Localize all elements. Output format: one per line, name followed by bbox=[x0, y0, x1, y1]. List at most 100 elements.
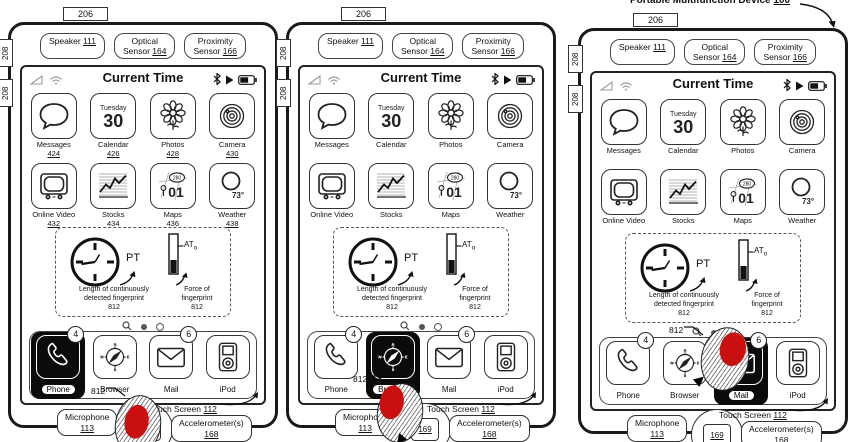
badge-count: 4 bbox=[637, 331, 655, 349]
callout-arrow bbox=[499, 392, 536, 406]
bluetooth-icon bbox=[491, 72, 499, 90]
battery-icon bbox=[808, 78, 827, 96]
dock-item-ipod: iPod bbox=[771, 338, 825, 405]
force-caption: Force of fingerprint 812 bbox=[181, 286, 213, 312]
battery-icon bbox=[516, 72, 535, 90]
accelerometer-label: Accelerometer(s) 168 bbox=[449, 415, 530, 442]
badge-count: 4 bbox=[345, 325, 363, 343]
accelerometer-label: Accelerometer(s) 168 bbox=[741, 421, 822, 442]
search-icon bbox=[400, 318, 410, 336]
volume-button-label: 208 bbox=[276, 79, 291, 107]
calendar-icon: Tuesday 30 bbox=[90, 93, 137, 139]
ipod-icon bbox=[205, 334, 250, 379]
app-online-video: Online Video bbox=[305, 163, 359, 219]
clock-axis-label: PT bbox=[696, 258, 711, 270]
callout-arrow bbox=[791, 398, 828, 412]
optical-sensor-label: Optical Sensor 164 bbox=[391, 33, 454, 60]
app-grid-row-1: Messages Tuesday 30 Calendar Photos bbox=[302, 93, 540, 149]
fingerprint-contact: 812 bbox=[669, 323, 755, 395]
page-dot-current bbox=[419, 324, 425, 330]
status-title: Current Time bbox=[380, 70, 462, 85]
fingerprint-indicator-panel: PT ATo Length of continuously detected f… bbox=[55, 227, 231, 317]
status-bar: Current Time bbox=[22, 67, 264, 89]
optical-sensor-label: Optical Sensor 164 bbox=[683, 39, 746, 66]
app-camera: Camera 430 bbox=[205, 93, 259, 158]
force-axis-label: ATo bbox=[462, 240, 476, 252]
bluetooth-icon bbox=[213, 72, 221, 90]
touch-screen: Current Time Messages bbox=[590, 71, 836, 411]
app-photos: Photos 428 bbox=[146, 93, 200, 158]
force-bar-icon bbox=[168, 233, 184, 275]
speaker-label: Speaker 111 bbox=[610, 39, 675, 66]
battery-icon bbox=[238, 72, 257, 90]
svg-text:W: W bbox=[670, 360, 674, 365]
wifi-icon bbox=[49, 72, 63, 90]
dock-item-phone: 4 Phone bbox=[601, 331, 655, 405]
status-bar: Current Time bbox=[592, 73, 834, 95]
calendar-icon: Tuesday 30 bbox=[660, 99, 707, 145]
svg-text:S: S bbox=[391, 367, 394, 372]
app-grid-row-1: Messages 424 Tuesday 30 Calendar 426 Pho… bbox=[24, 93, 262, 158]
proximity-sensor-label: Proximity Sensor 166 bbox=[754, 39, 816, 66]
top-push-button-label: 206 bbox=[633, 13, 679, 27]
svg-text:01: 01 bbox=[738, 190, 754, 206]
fingerprint-contact: 812 bbox=[91, 386, 166, 442]
signal-icon bbox=[599, 78, 613, 96]
svg-text:280: 280 bbox=[743, 181, 752, 187]
badge-count: 6 bbox=[750, 331, 768, 349]
sensor-row: Speaker 111 Optical Sensor 164 Proximity… bbox=[581, 39, 845, 66]
callout-arrow bbox=[119, 271, 136, 286]
maps-icon: 280 01 bbox=[719, 169, 766, 215]
app-online-video: Online Video 432 bbox=[27, 163, 81, 228]
calendar-icon: Tuesday 30 bbox=[368, 93, 415, 139]
app-weather: 73° Weather bbox=[483, 163, 537, 219]
ipod-icon bbox=[483, 334, 528, 379]
photos-flower-icon bbox=[427, 93, 474, 139]
callout-line bbox=[368, 375, 388, 385]
device-body: 206 208 208 Speaker 111 Optical Sensor 1… bbox=[276, 7, 556, 442]
device-body: 206 208 208 Speaker 111 Optical Sensor 1… bbox=[0, 7, 278, 442]
mail-envelope-icon bbox=[149, 334, 194, 379]
length-caption: Length of continuously detected fingerpr… bbox=[648, 292, 720, 318]
force-axis-label: ATo bbox=[754, 246, 768, 258]
dock-item-mail: 6 Mail bbox=[422, 325, 476, 399]
top-push-button-label: 206 bbox=[63, 7, 109, 21]
status-title: Current Time bbox=[672, 76, 754, 91]
weather-sun-icon: 73° bbox=[209, 163, 256, 209]
signal-icon bbox=[307, 72, 321, 90]
proximity-sensor-label: Proximity Sensor 166 bbox=[184, 33, 246, 60]
volume-button-label: 208 bbox=[0, 79, 13, 107]
weather-sun-icon: 73° bbox=[779, 169, 826, 215]
fingerprint-ref-label: 812 bbox=[91, 386, 127, 398]
dock-item-phone: 4 Phone bbox=[309, 325, 363, 399]
app-messages: Messages bbox=[597, 99, 651, 155]
touch-screen-label: Touch Screen 112 bbox=[719, 398, 828, 420]
app-camera: Camera bbox=[775, 99, 829, 155]
app-weather: 73° Weather 438 bbox=[205, 163, 259, 228]
app-stocks: Stocks 434 bbox=[86, 163, 140, 228]
svg-text:73°: 73° bbox=[232, 191, 244, 200]
svg-text:73°: 73° bbox=[510, 191, 522, 200]
fingerprint-indicator-panel: PT ATo Length of continuously detected f… bbox=[625, 233, 801, 323]
callout-arrow bbox=[745, 278, 758, 292]
svg-text:E: E bbox=[127, 354, 130, 359]
signal-icon bbox=[29, 72, 43, 90]
length-caption: Length of continuously detected fingerpr… bbox=[78, 286, 150, 312]
length-caption: Length of continuously detected fingerpr… bbox=[356, 286, 428, 312]
tv-icon bbox=[30, 163, 77, 209]
callout-arrow bbox=[175, 272, 188, 286]
dock-item-mail: 6 Mail bbox=[144, 325, 198, 399]
badge-count: 6 bbox=[180, 325, 198, 343]
duration-clock-icon bbox=[70, 237, 120, 287]
home-button-ref: 169 bbox=[703, 423, 731, 442]
svg-text:S: S bbox=[113, 367, 116, 372]
fingerprint-ref-label: 812 bbox=[353, 374, 389, 386]
force-caption: Force of fingerprint 812 bbox=[751, 292, 783, 318]
